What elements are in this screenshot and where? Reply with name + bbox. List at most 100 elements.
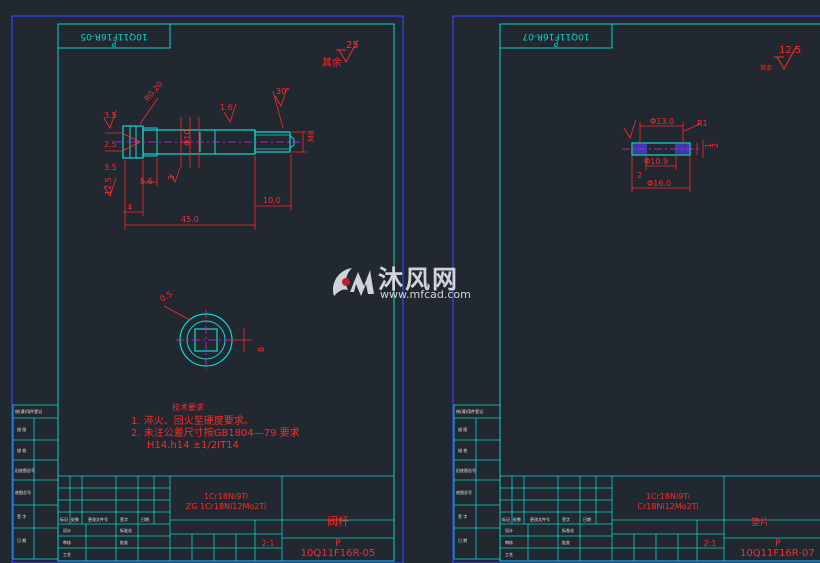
svg-text:R0.20: R0.20: [143, 80, 165, 104]
drawing-p-left: P: [335, 539, 341, 549]
material-line-1-right: 1Cr18Ni9Ti: [646, 492, 690, 501]
note-1: 1. 淬火、回火至硬度要求。: [131, 414, 254, 427]
svg-text:标准化: 标准化: [562, 527, 574, 533]
material-line-1-left: 1Cr18Ni9Ti: [204, 492, 248, 501]
svg-text:1.6: 1.6: [220, 103, 233, 112]
svg-text:30°: 30°: [276, 87, 290, 96]
svg-text:45.0: 45.0: [181, 215, 199, 224]
svg-text:借(通)用件登记: 借(通)用件登记: [456, 408, 483, 414]
watermark-cn: 沐风网: [378, 265, 460, 294]
code-rotated-right: 10Q11F16R-07: [522, 31, 589, 41]
scale-left: 2:1: [262, 539, 275, 548]
scale-right: 2:1: [704, 539, 717, 548]
svg-text:审核: 审核: [63, 539, 71, 545]
outer-frame-left: [11, 15, 404, 563]
sheet-left: 10Q11F16R-05 P 25 其余: [11, 15, 404, 563]
dimensions-right: [623, 119, 704, 192]
svg-text:1: 1: [704, 143, 713, 148]
svg-text:10.0: 10.0: [263, 196, 281, 205]
svg-text:签 字: 签 字: [458, 513, 467, 519]
code-rotated-p-left: P: [111, 39, 116, 48]
watermark: 沐风网 www.mfcad.com: [328, 262, 498, 302]
roughness-note-right: 其余: [760, 64, 772, 72]
roughness-value-left: 25: [346, 40, 359, 51]
svg-text:4: 4: [127, 203, 132, 212]
mfcad-logo-icon: [332, 268, 374, 296]
svg-text:Φ10.9: Φ10.9: [644, 157, 668, 166]
code-rotated-left: 10Q11F16R-05: [80, 31, 147, 41]
svg-text:R1: R1: [697, 119, 708, 128]
title-block-right: [499, 475, 820, 562]
roughness-value-right: 12.5: [779, 45, 801, 56]
svg-text:Φ13.0: Φ13.0: [650, 117, 674, 126]
svg-text:描 校: 描 校: [17, 447, 26, 453]
svg-text:批准: 批准: [562, 539, 570, 545]
part-name-right: 垫片: [751, 516, 769, 528]
notes-title: 技术要求: [172, 402, 204, 412]
svg-text:标记: 标记: [60, 516, 68, 522]
svg-text:底图总号: 底图总号: [15, 489, 31, 495]
outer-frame-right: [452, 15, 820, 563]
svg-text:更改文件号: 更改文件号: [530, 516, 550, 522]
note-3: H14.h14 ±1/2IT14: [147, 440, 239, 451]
svg-text:设计: 设计: [63, 527, 71, 533]
svg-text:旧底图总号: 旧底图总号: [15, 467, 35, 473]
material-line-2-left: ZG 1Cr18Ni12Mo2Ti: [186, 502, 267, 511]
svg-text:日期: 日期: [141, 516, 149, 522]
valve-stem-drawing: [116, 125, 300, 159]
drawing-p-right: P: [775, 539, 781, 549]
svg-text:日 期: 日 期: [458, 537, 467, 543]
svg-text:更改文件号: 更改文件号: [88, 516, 108, 522]
dimensions-left: [103, 87, 306, 230]
svg-text:日 期: 日 期: [17, 537, 26, 543]
svg-text:签 字: 签 字: [17, 513, 26, 519]
gasket-drawing: [622, 142, 700, 156]
svg-text:Φ16.0: Φ16.0: [647, 179, 671, 188]
svg-text:工艺: 工艺: [505, 552, 513, 557]
side-table-labels-right: 借(通)用件登记 描 图 描 校 旧底图总号 底图总号 签 字 日 期: [456, 408, 483, 543]
sheet-right: 10Q11F16R-07 P 12.5 其余: [452, 15, 820, 563]
title-block-left: [57, 475, 395, 562]
svg-text:标记: 标记: [502, 516, 510, 522]
svg-text:M8: M8: [307, 130, 316, 142]
title-block-labels-left: 标记 处数 更改文件号 签字 日期 设计 审核 工艺 标准化 批准: [60, 516, 149, 557]
svg-text:标准化: 标准化: [120, 527, 132, 533]
title-block-labels-right: 标记 处数 更改文件号 签字 日期 设计 审核 工艺 标准化 批准: [502, 516, 591, 557]
svg-text:2.5: 2.5: [104, 140, 117, 149]
svg-text:借(通)用件登记: 借(通)用件登记: [15, 408, 42, 414]
roughness-symbol-left: 25 其余: [322, 39, 359, 69]
technical-notes-left: 技术要求 1. 淬火、回火至硬度要求。 2. 未注公差尺寸按GB1804—79 …: [131, 402, 300, 451]
svg-text:2: 2: [637, 171, 642, 180]
svg-text:审核: 审核: [505, 539, 513, 545]
material-line-2-right: Cr18Ni12Mo2Ti: [637, 502, 698, 511]
svg-text:日期: 日期: [583, 516, 591, 522]
section-size-text: 8: [257, 347, 266, 352]
svg-text:描 图: 描 图: [458, 426, 467, 432]
side-table-labels-left: 借(通)用件登记 描 图 描 校 旧底图总号 底图总号 签 字 日 期: [15, 408, 42, 543]
svg-text:2: 2: [711, 143, 720, 148]
roughness-symbol-right: 12.5 其余: [760, 45, 801, 72]
drawing-no-left: 10Q11F16R-05: [301, 548, 376, 559]
svg-text:批准: 批准: [120, 539, 128, 545]
svg-text:签字: 签字: [562, 516, 570, 522]
roughness-note-left: 其余: [322, 56, 342, 69]
svg-text:旧底图总号: 旧底图总号: [456, 467, 476, 473]
svg-text:3: 3: [167, 175, 176, 180]
drawing-no-right: 10Q11F16R-07: [740, 548, 815, 559]
svg-text:Φ10: Φ10: [183, 130, 192, 146]
note-2: 2. 未注公差尺寸按GB1804—79 要求: [131, 426, 300, 439]
code-rotated-p-right: P: [553, 39, 558, 48]
svg-text:底图总号: 底图总号: [456, 489, 472, 495]
svg-text:工艺: 工艺: [63, 552, 71, 557]
section-chamfer-text: 0.5: [159, 290, 175, 304]
watermark-en: www.mfcad.com: [380, 288, 471, 301]
dimension-texts-right: Φ13.0 R1 Φ10.9 2 Φ16.0 1 2: [637, 117, 720, 188]
svg-text:描 校: 描 校: [458, 447, 467, 453]
svg-text:签字: 签字: [120, 516, 128, 522]
svg-text:处数: 处数: [513, 516, 521, 522]
svg-text:5.6: 5.6: [140, 177, 153, 186]
svg-text:12.5: 12.5: [104, 177, 113, 195]
section-view-left: 0.5 8: [159, 290, 266, 370]
